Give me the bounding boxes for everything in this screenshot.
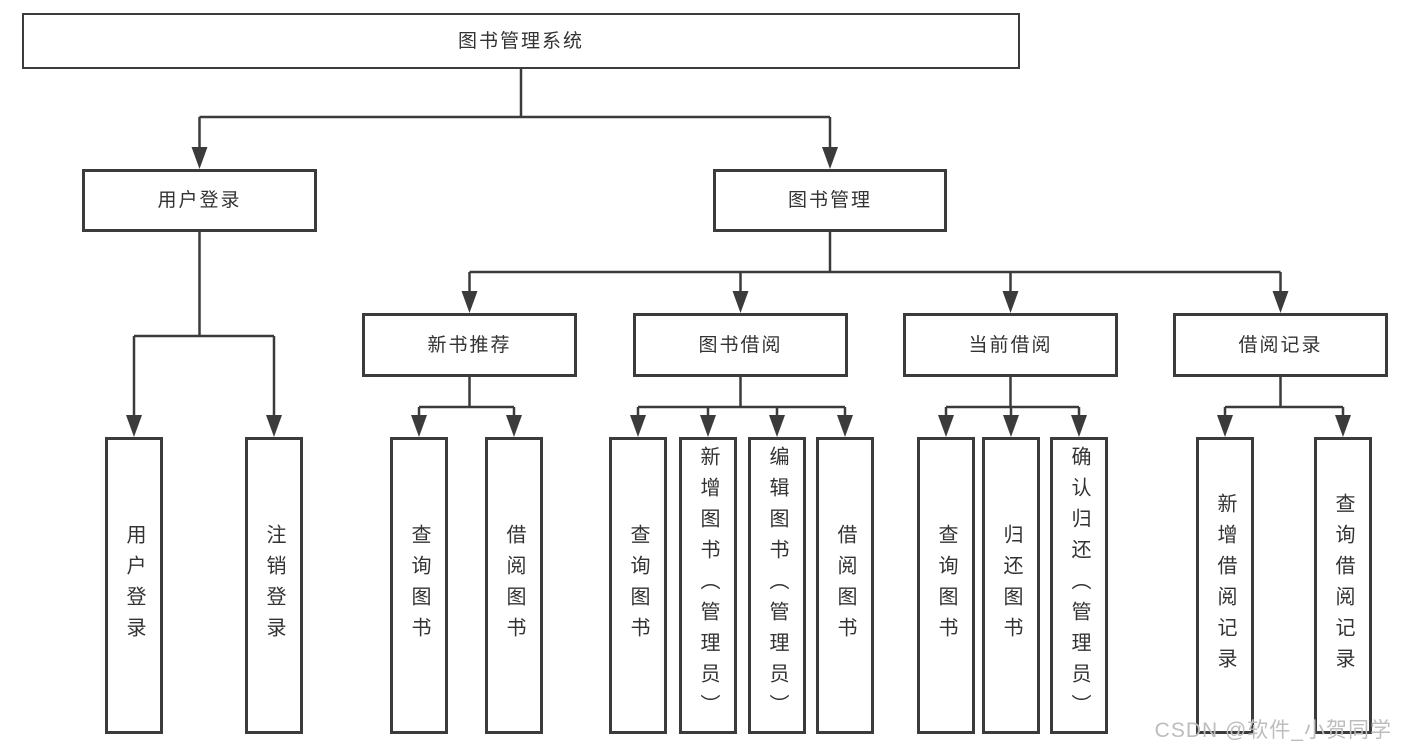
node-library-system: 图书管理系统: [22, 13, 1020, 69]
node-book-borrow: 图书借阅: [633, 313, 848, 377]
leaf-query-books-recommend: 查询图书: [390, 437, 448, 734]
leaf-logout: 注销登录: [245, 437, 303, 734]
leaf-borrow-books-recommend: 借阅图书: [485, 437, 543, 734]
leaf-add-books-admin: 新增图书（管理员）: [679, 437, 737, 734]
arrowhead-icons: [126, 147, 1351, 437]
node-new-book-recommend: 新书推荐: [362, 313, 577, 377]
leaf-query-books-borrow: 查询图书: [609, 437, 667, 734]
leaf-user-login: 用户登录: [105, 437, 163, 734]
node-user-login: 用户登录: [82, 169, 317, 232]
leaf-query-books-current: 查询图书: [917, 437, 975, 734]
node-current-borrow: 当前借阅: [903, 313, 1118, 377]
leaf-return-books: 归还图书: [982, 437, 1040, 734]
leaf-borrow-books: 借阅图书: [816, 437, 874, 734]
node-book-management: 图书管理: [713, 169, 947, 232]
leaf-edit-books-admin: 编辑图书（管理员）: [748, 437, 806, 734]
leaf-query-borrow-record: 查询借阅记录: [1314, 437, 1372, 734]
leaf-add-borrow-record: 新增借阅记录: [1196, 437, 1254, 734]
leaf-confirm-return-admin: 确认归还（管理员）: [1050, 437, 1108, 734]
node-borrow-records: 借阅记录: [1173, 313, 1388, 377]
